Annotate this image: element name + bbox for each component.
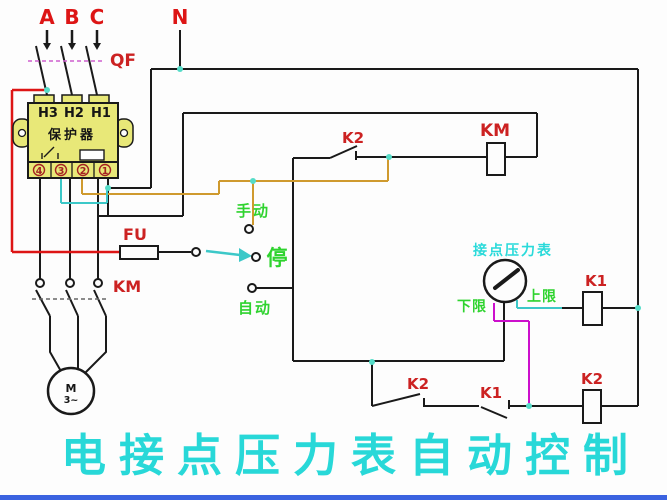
selector-auto-label: 自动 (238, 299, 272, 317)
k2-coil-label: K2 (581, 370, 603, 388)
terminal-4-label: 4 (36, 166, 43, 177)
junction-dot (177, 66, 183, 72)
gauge-needle (493, 268, 520, 290)
km-contact-terminal-3 (93, 278, 103, 288)
phase-a-arrowhead (43, 43, 51, 50)
k2-coil (582, 389, 602, 424)
km-coil-label: KM (480, 121, 510, 141)
km-contact-terminal-1 (35, 278, 45, 288)
gauge-upper-limit-label: 上限 (527, 289, 557, 305)
selector-auto-terminal (247, 283, 257, 293)
motor-body (46, 366, 96, 416)
terminal-4-ring (32, 163, 46, 177)
motor-feed-wires (49, 316, 107, 374)
terminal-strip-dividers (50, 162, 95, 178)
breaker-qf-label: QF (110, 51, 136, 71)
manual-circuit-orange-wire (81, 158, 389, 225)
k1-contact-label: K1 (480, 384, 502, 402)
qf-breaker-blades (35, 45, 98, 96)
km-coil (486, 142, 506, 176)
terminal-2-label: 2 (80, 166, 87, 177)
gauge-name-label: 接点压力表 (473, 242, 553, 259)
terminal-1-ring (98, 163, 112, 177)
protector-left-hole (17, 128, 27, 138)
protector-internal-block (79, 149, 105, 161)
protector-right-hole (119, 128, 129, 138)
junction-dot (369, 359, 375, 365)
junction-dot (250, 178, 256, 184)
k1-coil-label: K1 (585, 272, 607, 290)
motor-symbol-label: M (66, 382, 77, 395)
terminal-h3-label: H3 (38, 106, 58, 121)
junction-dot (635, 305, 641, 311)
terminal-3-ring (54, 163, 68, 177)
terminal-h2-label: H2 (64, 106, 84, 121)
k2-no-contact-switch (293, 145, 487, 160)
terminal-1-label: 1 (102, 166, 109, 177)
k2-no-contact-label: K2 (342, 129, 364, 147)
terminal-h1-label: H1 (91, 106, 111, 121)
bottom-edge-bar (0, 495, 667, 500)
k2-nc-contact-label: K2 (407, 375, 429, 393)
fuse-fu-label: FU (123, 225, 147, 244)
selector-common-terminal (191, 247, 201, 257)
fuse-body (119, 245, 159, 260)
junction-dots (44, 66, 641, 409)
lower-limit-magenta-wire (493, 303, 530, 405)
selector-arrow-head (239, 248, 252, 262)
terminal-2-ring (76, 163, 90, 177)
selector-manual-label: 手动 (236, 202, 270, 220)
protector-terminal3-cyan-wire (60, 178, 108, 204)
selector-stop-terminal (251, 252, 261, 262)
gauge-lower-limit-label: 下限 (457, 299, 487, 315)
k2-nc-contact-switch (371, 393, 425, 407)
k1-contact-switch (480, 400, 510, 419)
phase-b-arrowhead (68, 43, 76, 50)
incoming-phase-arrow-stems (45, 30, 99, 43)
k1-coil (582, 291, 603, 326)
protector-name-label: 保护器 (47, 127, 96, 143)
auto-circuit-black-wiring (158, 158, 638, 407)
terminal-3-label: 3 (58, 166, 65, 177)
km-main-contact-label: KM (113, 277, 141, 296)
junction-dot (526, 403, 532, 409)
neutral-label: N (172, 5, 189, 29)
phase-a-label: A (39, 5, 55, 29)
junction-dot (105, 185, 111, 191)
diagram-title: 电接点压力表自动控制 (61, 429, 641, 482)
selector-stop-label: 停 (267, 246, 288, 270)
selector-arrow-shaft (205, 249, 241, 257)
neutral-and-control-wiring (98, 30, 639, 406)
km-contact-terminal-2 (65, 278, 75, 288)
upper-limit-cyan-wire (516, 300, 562, 309)
selector-manual-terminal (244, 224, 254, 234)
junction-dot (386, 154, 392, 160)
junction-dot (44, 87, 50, 93)
phase-c-label: C (90, 5, 105, 29)
phase-b-label: B (64, 5, 79, 29)
km-main-contact-blades (35, 289, 107, 317)
protector-box: H3 H2 H1 保护器 4 3 2 1 (12, 94, 134, 179)
phase-c-arrowhead (93, 43, 101, 50)
protector-internal-switch (41, 146, 59, 159)
phase-a-tap-red-wire (10, 88, 120, 254)
motor-phase-label: 3~ (64, 395, 79, 406)
